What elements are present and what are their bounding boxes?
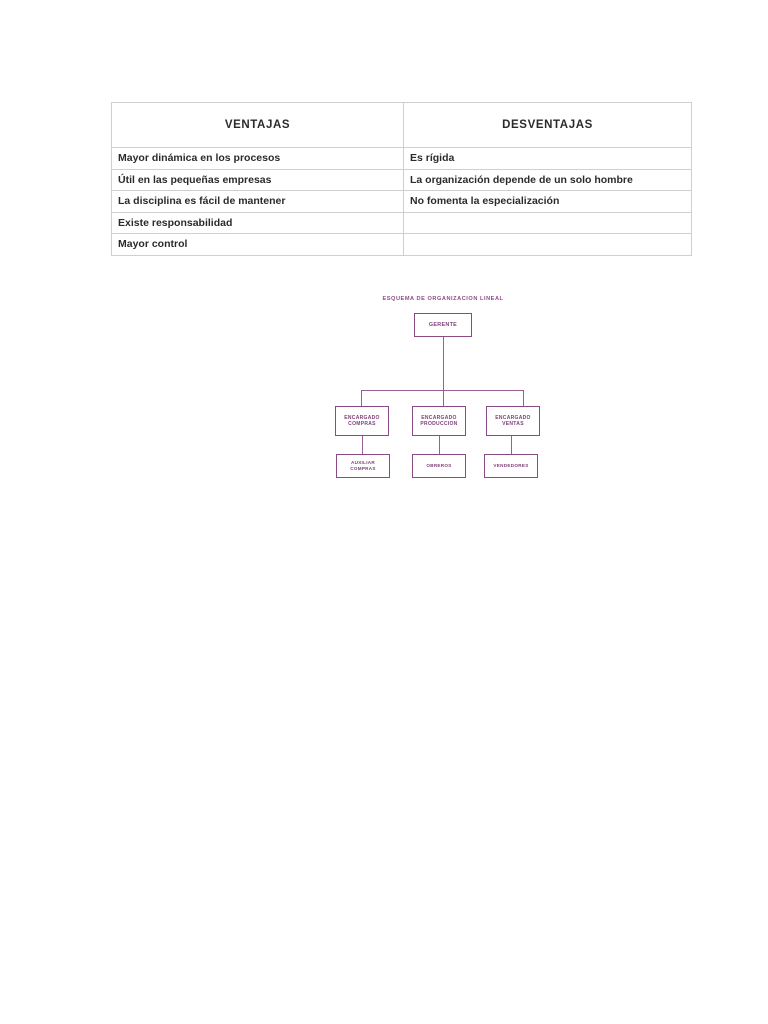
cell-ventaja: Útil en las pequeñas empresas — [111, 168, 404, 191]
org-node-obreros[interactable]: OBREROS — [412, 454, 466, 478]
table-row: Existe responsabilidad — [111, 211, 692, 234]
cell-desventaja-empty — [403, 233, 692, 256]
org-node-gerente[interactable]: GERENTE — [414, 313, 472, 337]
org-node-encargado-ventas[interactable]: ENCARGADO VENTAS — [486, 406, 540, 436]
org-node-auxiliar-compras[interactable]: AUXILIAR COMPRAS — [336, 454, 390, 478]
column-header-desventajas: DESVENTAJAS — [403, 102, 692, 148]
org-node-auxiliar-compras-line1: AUXILIAR — [350, 460, 376, 466]
table-row: La disciplina es fácil de mantener No fo… — [111, 190, 692, 213]
org-node-encargado-compras-line2: COMPRAS — [348, 421, 376, 427]
cell-desventaja: La organización depende de un solo hombr… — [403, 168, 692, 191]
org-node-vendedores[interactable]: VENDEDORES — [484, 454, 538, 478]
cell-ventaja: La disciplina es fácil de mantener — [111, 190, 404, 213]
org-node-obreros-label: OBREROS — [426, 463, 452, 469]
cell-ventaja: Existe responsabilidad — [111, 211, 404, 234]
connector-root-to-bus — [442, 337, 444, 390]
org-node-encargado-ventas-line1: ENCARGADO — [495, 414, 531, 421]
organizational-chart: ESQUEMA DE ORGANIZACION LINEAL GERENTE E… — [328, 296, 558, 496]
org-node-auxiliar-compras-line2: COMPRAS — [350, 466, 376, 471]
connector-ventas-to-vendedores — [511, 436, 513, 454]
org-chart-title: ESQUEMA DE ORGANIZACION LINEAL — [382, 296, 504, 302]
table-row: Mayor control — [111, 233, 692, 256]
org-node-encargado-produccion-line2: PRODUCCION — [420, 421, 458, 427]
org-node-gerente-label: GERENTE — [428, 321, 458, 328]
table-row: Útil en las pequeñas empresas La organiz… — [111, 168, 692, 191]
org-node-encargado-produccion-line1: ENCARGADO — [421, 414, 457, 421]
org-node-encargado-compras-line1: ENCARGADO — [344, 414, 380, 421]
connector-produccion-to-obreros — [439, 436, 441, 454]
org-node-vendedores-label: VENDEDORES — [493, 463, 529, 469]
cell-desventaja: No fomenta la especialización — [403, 190, 692, 213]
org-node-encargado-produccion[interactable]: ENCARGADO PRODUCCION — [412, 406, 466, 436]
org-node-encargado-compras[interactable]: ENCARGADO COMPRAS — [335, 406, 389, 436]
advantages-disadvantages-table: VENTAJAS DESVENTAJAS Mayor dinámica en l… — [111, 102, 692, 256]
connector-compras-to-auxiliar — [362, 436, 364, 454]
cell-desventaja-empty — [403, 211, 692, 234]
table-header-row: VENTAJAS DESVENTAJAS — [111, 102, 692, 148]
cell-ventaja: Mayor control — [111, 233, 404, 256]
connector-bus-to-produccion — [442, 389, 444, 407]
cell-ventaja: Mayor dinámica en los procesos — [111, 147, 404, 170]
cell-desventaja: Es rígida — [403, 147, 692, 170]
table-row: Mayor dinámica en los procesos Es rígida — [111, 147, 692, 170]
column-header-ventajas: VENTAJAS — [111, 102, 404, 148]
connector-bus-to-compras — [361, 389, 363, 407]
org-node-encargado-ventas-line2: VENTAS — [502, 421, 524, 427]
connector-bus-to-ventas — [523, 389, 525, 407]
